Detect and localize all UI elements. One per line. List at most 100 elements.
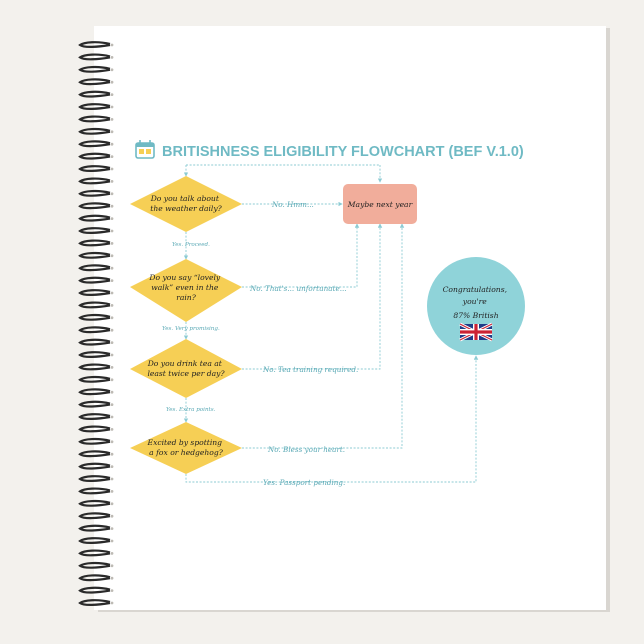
question-4-text: Excited by spotting a fox or hedgehog? [147,438,225,457]
spiral-hole [110,428,114,431]
spiral-coil [78,276,111,284]
spiral-hole [110,130,114,134]
spiral-hole [110,93,114,96]
spiral-hole [110,589,114,592]
spiral-coil [78,65,111,73]
title-icon [135,140,155,159]
spiral-hole [110,502,114,506]
final-yes-label: Yes. Passport pending. [263,478,345,487]
question-1-text: Do you talk about the weather daily? [150,194,223,213]
spiral-coil [78,202,111,210]
spiral-hole [110,328,114,332]
spiral-hole [110,403,114,406]
question-3-text: Do you drink tea at least twice per day? [147,359,226,378]
spiral-hole [110,105,114,109]
spiral-coil [78,152,111,160]
spiral-coil [78,189,111,197]
question-diamond-1 [130,176,242,232]
spiral-coil [78,289,111,296]
spiral-coil [78,462,111,470]
spiral-hole [110,254,114,258]
spiral-coil [78,400,111,408]
connectors [183,164,479,483]
spiral-coil [78,475,111,482]
spiral-hole [110,477,114,481]
spiral-hole [110,378,114,382]
spiral-hole [110,415,114,419]
spiral-coil [78,413,111,420]
union-jack-flag-icon [459,322,493,342]
spiral-hole [110,539,114,543]
spiral-hole [110,390,114,394]
flowchart-title: BRITISHNESS ELIGIBILITY FLOWCHART (BEF V… [162,144,524,160]
spiral-hole [110,452,114,456]
spiral-coil [78,90,111,98]
spiral-coil [78,351,111,358]
no-label-1: No. Hmm... [271,200,314,209]
spiral-hole [110,291,114,295]
spiral-coil [78,338,111,346]
spiral-hole [110,180,114,183]
spiral-hole [110,552,114,555]
maybe-next-year-text: Maybe next year [347,200,413,209]
spiral-coil [78,599,111,606]
spiral-coil [78,165,111,172]
spiral-coil [78,313,111,321]
spiral-hole [110,341,114,344]
spiral-coil [78,363,111,371]
spiral-coil [78,425,111,433]
spiral-coil [78,103,111,110]
spiral-coil [78,251,111,259]
spiral-hole [110,266,114,270]
spiral-hole [110,514,114,518]
spiral-hole [110,155,114,159]
spiral-coil [78,301,111,309]
yes-label-2: Yes. Very promising. [162,326,220,332]
spiral-coil [78,375,111,383]
spiral-hole [110,564,114,568]
spiral-hole [110,68,114,72]
spiral-hole [110,118,114,121]
spiral-hole [110,80,114,84]
spiral-hole [110,465,114,468]
spiral-coil [78,140,111,148]
question-diamond-2 [130,259,242,322]
spiral-coil [78,326,111,334]
spiral-coil [78,586,111,594]
spiral-coil [78,239,111,247]
spiral-coil [78,177,111,185]
spiral-coil [78,127,111,135]
spiral-hole [110,490,114,493]
spiral-coil [78,512,111,520]
spiral-coil [78,549,111,557]
spiral-coil [78,388,111,396]
spiral-hole [110,192,114,196]
spiral-hole [110,217,114,221]
yes-label-3: Yes. Extra points. [166,407,216,413]
spiral-hole [110,601,114,605]
spiral-coil [78,115,111,123]
spiral-coil [78,537,111,544]
spiral-coil [78,41,111,48]
spiral-coil [78,561,111,569]
spiral-coil [78,227,111,234]
spiral-hole [110,242,114,245]
no-label-4: No. Bless your heart. [267,445,345,454]
congratulations-text: Congratulations, you're 87% British [443,285,510,320]
spiral-hole [110,279,114,282]
no-label-2: No. That's... unfortunate... [249,284,347,293]
spiral-binding [78,41,114,606]
spiral-hole [110,353,114,357]
spiral-hole [110,142,114,146]
spiral-hole [110,316,114,320]
no-label-3: No. Tea training required. [262,365,358,374]
spiral-hole [110,56,114,59]
maybe-next-year-box [343,184,417,224]
spiral-coil [78,53,111,61]
spiral-hole [110,366,114,369]
spiral-coil [78,450,111,458]
spiral-hole [110,440,114,444]
spiral-coil [78,524,111,532]
question-2-text: Do you say “lovely walk” even in the rai… [148,273,222,302]
